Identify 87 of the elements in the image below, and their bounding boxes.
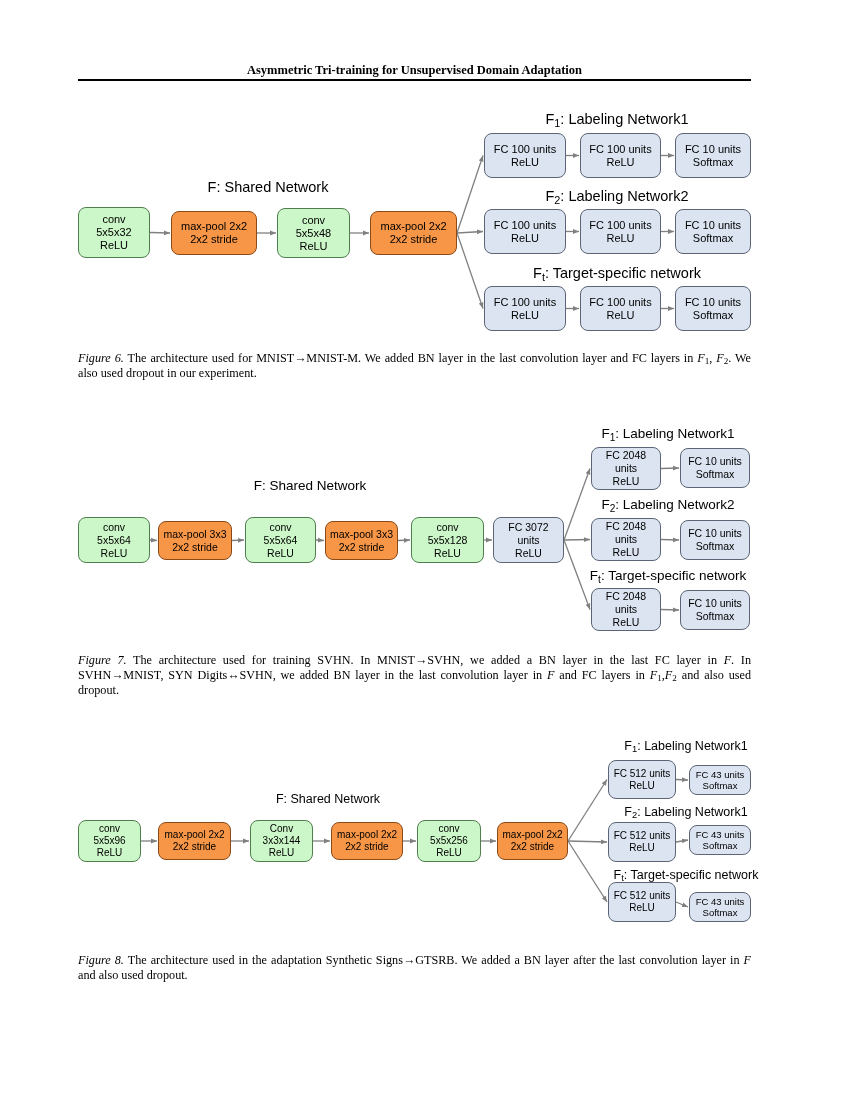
arrow (349, 230, 370, 236)
arrow (675, 901, 689, 908)
arrow (567, 840, 608, 903)
group-heading: F: Shared Network (252, 477, 368, 494)
layer-box: max-pool 2x2 2x2 stride (171, 211, 257, 255)
layer-box: FC 43 units Softmax (689, 825, 751, 855)
arrow (563, 539, 591, 611)
layer-box: FC 10 units Softmax (675, 133, 751, 178)
layer-box: max-pool 3x3 2x2 stride (158, 521, 232, 560)
layer-box: conv 5x5x256 ReLU (417, 820, 481, 862)
group-heading: F$_{1}$: Labeling Network1 (544, 110, 690, 128)
layer-box: conv 5x5x32 ReLU (78, 207, 150, 258)
arrow (456, 229, 484, 235)
arrow (660, 229, 675, 234)
layer-box: FC 512 units ReLU (608, 882, 676, 922)
group-heading: F$_{2}$: Labeling Network2 (600, 496, 736, 513)
arrow (563, 537, 591, 542)
arrow (402, 838, 417, 844)
layer-box: conv 5x5x128 ReLU (411, 517, 484, 563)
group-heading: F$_{1}$: Labeling Network1 (600, 425, 736, 442)
arrow (149, 230, 171, 236)
figure-caption: Figure 8. The architecture used in the adaptation Synthetic Signs→GTSRB. We added a BN layer after the last convolution layer in F and also used dropout. (78, 953, 751, 983)
arrow (660, 306, 675, 311)
layer-box: max-pool 2x2 2x2 stride (158, 822, 231, 860)
arrow (675, 777, 689, 783)
group-heading: F: Shared Network (206, 178, 330, 196)
group-heading: F: Shared Network (274, 791, 382, 807)
layer-box: max-pool 3x3 2x2 stride (325, 521, 398, 560)
arrow (675, 838, 689, 844)
arrow (397, 537, 411, 543)
arrow (456, 154, 484, 234)
arrow (563, 467, 591, 541)
layer-box: FC 100 units ReLU (484, 286, 566, 331)
layer-box: FC 2048 units ReLU (591, 518, 661, 561)
layer-box: FC 10 units Softmax (680, 520, 750, 560)
layer-box: FC 100 units ReLU (580, 133, 661, 178)
arrow (565, 229, 580, 234)
figure-caption: Figure 6. The architecture used for MNIST→MNIST-M. We added BN layer in the last convolution layer and FC layers in F$_{1}$, F$_{2}$. We also used dropout in our experiment. (78, 351, 751, 381)
arrow (230, 838, 250, 844)
layer-box: FC 100 units ReLU (580, 209, 661, 254)
arrow (231, 537, 245, 543)
layer-box: FC 100 units ReLU (484, 133, 566, 178)
group-heading: F$_{2}$: Labeling Network1 (623, 804, 749, 820)
arrow (660, 607, 680, 613)
arrow (312, 838, 331, 844)
layer-box: FC 2048 units ReLU (591, 588, 661, 631)
arrow (480, 838, 497, 844)
layer-box: FC 43 units Softmax (689, 892, 751, 922)
layer-box: FC 100 units ReLU (580, 286, 661, 331)
layer-box: conv 5x5x64 ReLU (245, 517, 316, 563)
layer-box: FC 10 units Softmax (680, 448, 750, 488)
arrow (149, 537, 158, 543)
layer-box: FC 512 units ReLU (608, 822, 676, 862)
layer-box: FC 10 units Softmax (680, 590, 750, 630)
arrow (660, 465, 680, 471)
layer-box: max-pool 2x2 2x2 stride (370, 211, 457, 255)
layer-box: FC 100 units ReLU (484, 209, 566, 254)
layer-box: conv 5x5x48 ReLU (277, 208, 350, 258)
group-heading: F$_{t}$: Target-specific network (612, 867, 760, 883)
layer-box: Conv 3x3x144 ReLU (250, 820, 313, 862)
group-heading: F$_{t}$: Target-specific network (588, 567, 748, 584)
layer-box: max-pool 2x2 2x2 stride (497, 822, 568, 860)
arrow (660, 153, 675, 158)
arrow (456, 232, 484, 310)
layer-box: conv 5x5x96 ReLU (78, 820, 141, 862)
arrow (567, 778, 608, 842)
group-heading: F$_{t}$: Target-specific network (532, 264, 702, 282)
figure-caption: Figure 7. The architecture used for training SVHN. In MNIST→SVHN, we added a BN layer in the last FC layer in F. In SVHN→MNIST, SYN Digits↔SVHN, we added BN layer in the last convolution layer in F and FC layers in F$_{1}$,F$_{2}$ and also used dropout. (78, 653, 751, 698)
layer-box: FC 10 units Softmax (675, 209, 751, 254)
arrow (567, 839, 608, 845)
arrow (565, 153, 580, 158)
arrow (660, 537, 680, 543)
arrow (315, 537, 325, 543)
layer-box: max-pool 2x2 2x2 stride (331, 822, 403, 860)
layer-box: FC 512 units ReLU (608, 760, 676, 799)
layer-box: FC 43 units Softmax (689, 765, 751, 795)
layer-box: FC 2048 units ReLU (591, 447, 661, 490)
arrow (256, 230, 277, 236)
arrow (140, 838, 158, 844)
group-heading: F$_{1}$: Labeling Network1 (623, 738, 749, 754)
group-heading: F$_{2}$: Labeling Network2 (544, 187, 690, 205)
layer-box: FC 3072 units ReLU (493, 517, 564, 563)
arrow (565, 306, 580, 311)
layer-box: conv 5x5x64 ReLU (78, 517, 150, 563)
page-header: Asymmetric Tri-training for Unsupervised Domain Adaptation (245, 63, 584, 78)
arrow (483, 537, 493, 543)
layer-box: FC 10 units Softmax (675, 286, 751, 331)
